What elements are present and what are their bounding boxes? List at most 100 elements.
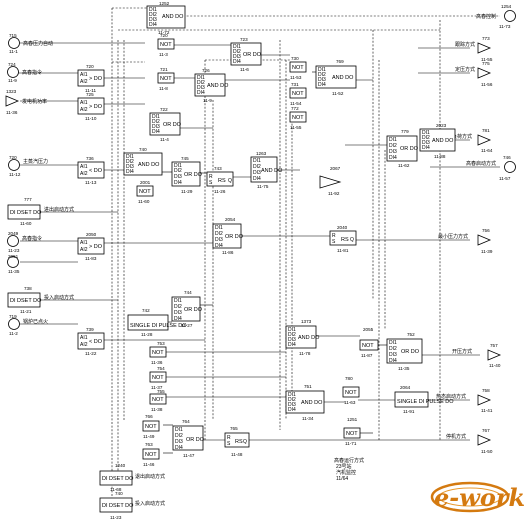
port: R (209, 174, 213, 180)
port: Q (243, 439, 247, 445)
block-738-name: DI DSET DO (10, 298, 42, 304)
block-763-not-sheet: 11-46 (143, 462, 155, 467)
watermark-swoosh (430, 481, 510, 513)
block-720-compare: 720 AI1 AI2 > DO 11-11 (77, 64, 105, 93)
output-746: 746 11-57 高春启动方式 (466, 155, 516, 181)
port: AI1 (80, 335, 88, 341)
block-2064-name: SINGLE DI PULSE DO (397, 399, 454, 405)
port: DI3 (197, 85, 205, 91)
port: DI1 (149, 7, 157, 13)
port: DI3 (149, 17, 157, 23)
port: DI2 (422, 135, 430, 141)
input-720: 720 11-12 主蒸汽压力 (8, 155, 48, 177)
input-719-sheet: 11-2 (9, 331, 18, 336)
block-1240-name: DI DSET DO (102, 476, 134, 482)
block-755-not-name: NOT (152, 397, 164, 403)
port: DI3 (174, 174, 182, 180)
block-2040-sheet: 11-81 (337, 248, 349, 253)
block-740-dset: 740 DI DSET DO 投入启动方式 11-23 (99, 491, 165, 520)
block-780-not: 780 NOT 11-63 (342, 376, 360, 405)
output-781-id: 781 (482, 128, 490, 133)
block-754-not-sheet: 11-37 (151, 385, 163, 390)
block-777-sheet: 11-60 (20, 221, 32, 226)
block-742-sheet: 11-28 (141, 332, 153, 337)
output-773-label: 跟踪方式 (455, 41, 475, 48)
note-line-4: 11/64 (336, 476, 348, 482)
block-777-name: DI DSET DO (10, 210, 42, 216)
block-2054-id: 2054 (225, 217, 236, 222)
port: DI2 (126, 159, 134, 165)
block-2055-not-sheet: 11-87 (361, 353, 373, 358)
block-745: 745 DI1 DI2 DI3 DI4 OR DO 11-29 (171, 156, 203, 194)
block-777: 777 DI DSET DO 进出启动方式 11-60 (7, 197, 74, 226)
port: DI3 (174, 310, 182, 316)
block-779-name: OR DO (400, 146, 419, 152)
block-764-sheet: 11-47 (183, 453, 195, 458)
block-763-not: 763 NOT 11-46 (142, 442, 160, 467)
port: DI4 (175, 445, 183, 451)
input-2049-sheet: 11-23 (8, 248, 20, 253)
port: DI4 (389, 155, 397, 161)
block-766-not: 766 NOT 11-49 (142, 414, 160, 439)
port: DI4 (288, 407, 296, 413)
block-721-not: 721 NOT 11-8 (157, 67, 175, 91)
block-2023-name: AND DO (432, 138, 454, 144)
block-2067-not-id: 2067 (330, 166, 341, 171)
block-1240-label: 退出启动方式 (135, 473, 165, 480)
input-724-label: 高春指令 (22, 69, 42, 76)
watermark-swoosh-inner (438, 487, 502, 507)
block-1263-name: AND DO (261, 168, 283, 174)
block-2055-not-name: NOT (362, 343, 374, 349)
block-743-name: RS (218, 178, 226, 184)
port: AI2 (80, 247, 88, 253)
input-715-sheet: 11-1 (9, 49, 18, 54)
block-772-not-sheet: 11-55 (290, 125, 302, 130)
block-779-sheet: 11-62 (398, 163, 410, 168)
output-757-label: 开压方式 (452, 348, 472, 355)
port: DI2 (174, 304, 182, 310)
block-2064-id: 2064 (400, 385, 411, 390)
output-1254-id: 1254 (501, 4, 512, 9)
port: DI2 (152, 119, 160, 125)
port: DI2 (174, 168, 182, 174)
block-743-id: 743 (214, 166, 222, 171)
port: R (332, 233, 336, 239)
block-720-not-name: NOT (160, 42, 172, 48)
port: DI1 (174, 163, 182, 169)
block-751: 751 DI1 DI2 DI3 DI4 AND DO 11-34 (285, 384, 325, 421)
block-753-not-name: NOT (152, 350, 164, 356)
output-773-sheet: 11-55 (481, 57, 493, 62)
port: DI3 (126, 164, 134, 170)
block-777-id: 777 (24, 197, 32, 202)
input-2051-id: 2051 (8, 254, 19, 259)
port: DI2 (288, 397, 296, 403)
port: AI2 (80, 79, 88, 85)
port: DI2 (389, 143, 397, 149)
block-2054-name: OR DO (225, 234, 244, 240)
input-720-label: 主蒸汽压力 (23, 158, 48, 165)
block-764-id: 764 (182, 419, 190, 424)
block-2040: 2040 R S RS Q 11-81 (329, 225, 357, 253)
output-775-label: 定压方式 (455, 66, 475, 73)
block-726-sheet: 11-9 (203, 98, 212, 103)
input-2049-label: 高春指令 (22, 235, 42, 242)
block-2064: 2064 SINGLE DI PULSE DO 11-91 (394, 385, 454, 414)
output-767: 767 11-50 停机方式 (446, 428, 493, 454)
block-722: 722 DI1 DI2 DI3 DI4 OR DO 11-4 (149, 107, 182, 142)
port: DI2 (288, 332, 296, 338)
input-1323-sheet: 11-36 (6, 110, 18, 115)
block-730-not-sheet: 11-53 (290, 75, 302, 80)
port: DI4 (422, 145, 430, 151)
input-1323-label: 发电机功率 (22, 98, 47, 105)
port: DI2 (253, 164, 261, 170)
block-2050-id: 2050 (86, 232, 97, 237)
block-769-id: 769 (336, 59, 344, 64)
input-2051: 2051 11-35 (7, 254, 20, 274)
block-723-name: OR DO (243, 52, 262, 58)
block-743-sheet: 11-26 (214, 189, 226, 194)
block-755-not: 755 NOT 11-38 (149, 389, 167, 412)
port: DI1 (389, 340, 397, 346)
port: S (332, 239, 336, 245)
output-757-id: 757 (490, 343, 498, 348)
